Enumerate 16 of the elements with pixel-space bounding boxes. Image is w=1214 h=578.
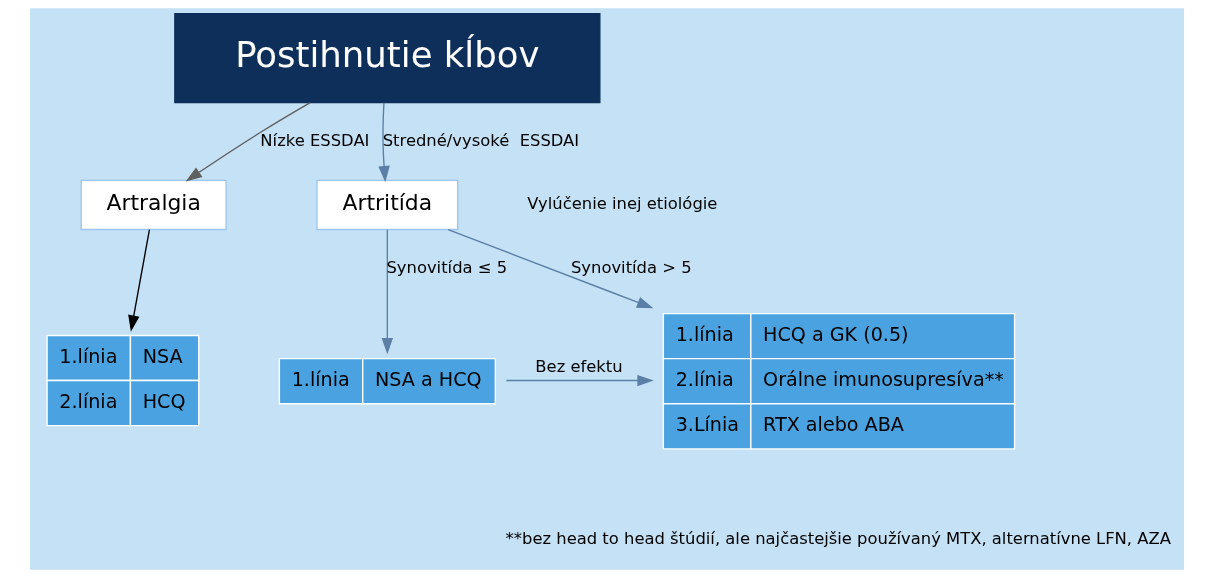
edge-label: Nízke ESSDAI: [260, 130, 370, 150]
label: **bez head to head štúdií, ale najčastejšie používaný MTX, alternatívne LFN, AZA: [505, 528, 1171, 548]
node-box: Artralgia: [80, 179, 227, 231]
arrow: [381, 228, 394, 355]
arrow: [185, 102, 311, 182]
node-box: Artritída: [316, 179, 459, 231]
arrow: [447, 228, 654, 309]
arrow: [128, 228, 151, 332]
node-box: Postihnutie kĺbov: [174, 12, 601, 104]
arrow: [378, 102, 390, 183]
edge-label: Synovitída > 5: [570, 257, 692, 277]
edge-label: Stredné/vysoké ESSDAI: [382, 130, 580, 150]
arrow: [505, 374, 654, 387]
edge-label: Bez efektu: [535, 356, 623, 376]
edge-label: Synovitída ≤ 5: [386, 257, 508, 277]
label: Vylúčenie inej etiológie: [527, 194, 718, 214]
